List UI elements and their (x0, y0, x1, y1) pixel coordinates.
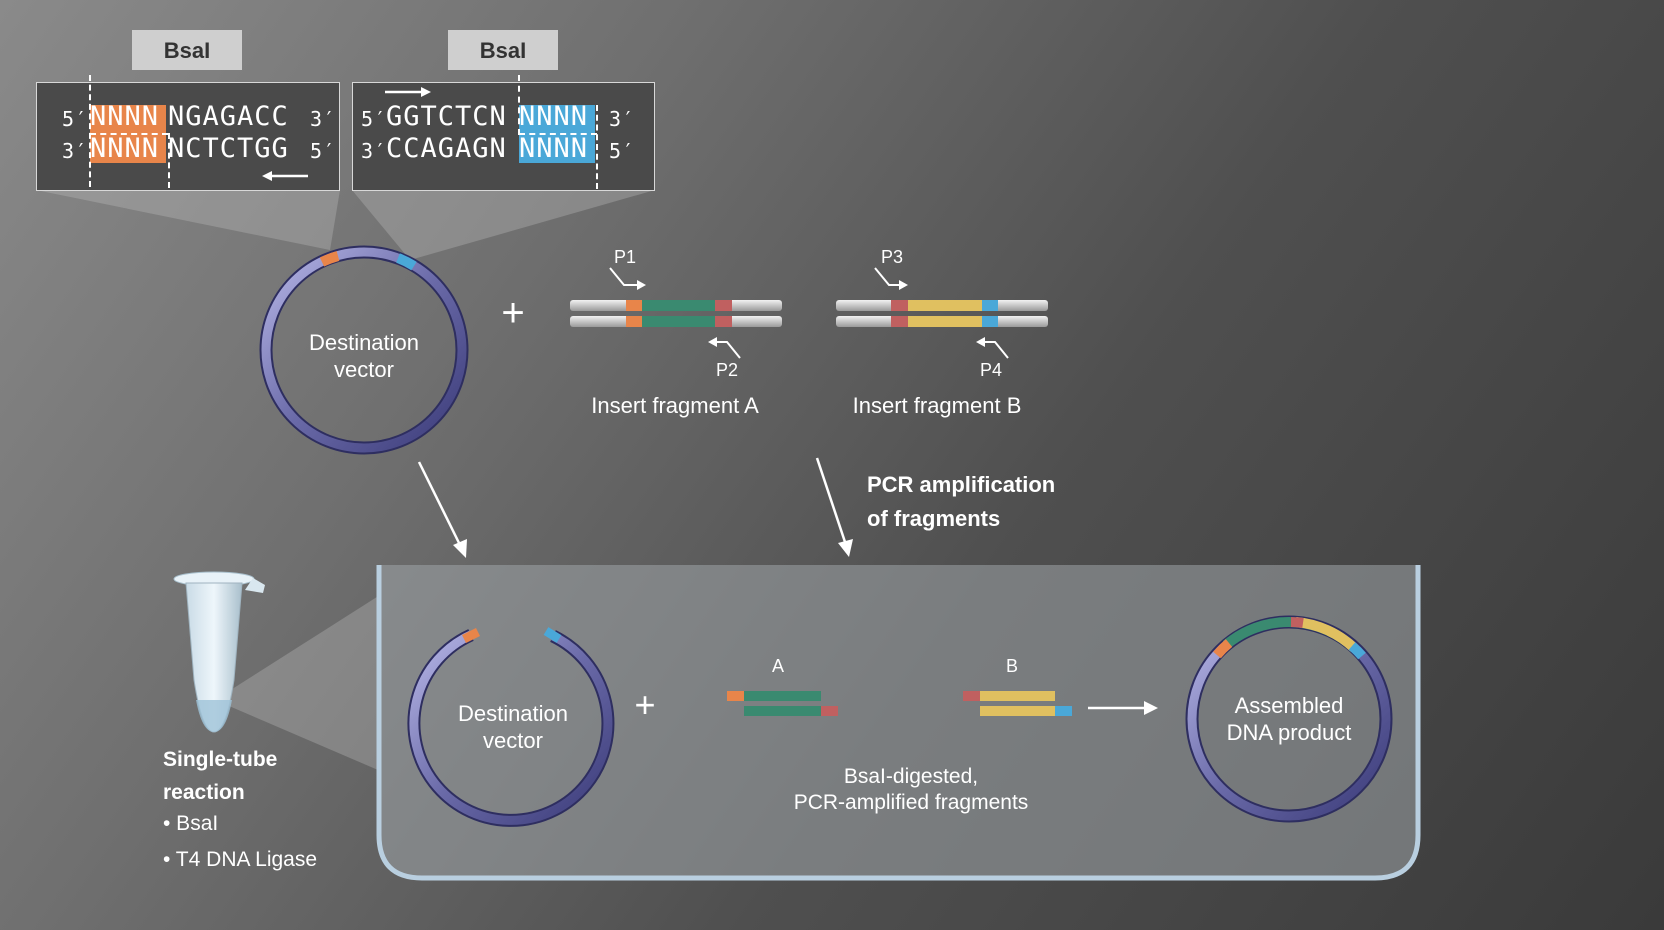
cut-line (518, 75, 520, 135)
cut-line (90, 133, 168, 135)
sequence-n: NNNN (519, 101, 589, 132)
vector-bottom-line1: Destination (458, 701, 568, 726)
primer-p3-label: P3 (881, 247, 903, 267)
digested-label-line2: PCR-amplified fragments (794, 791, 1029, 814)
sequence-n: NNNN (519, 133, 589, 164)
end-label: 3′ (609, 107, 636, 131)
vector-label-line1: Destination (309, 330, 419, 355)
arrow-right-icon (385, 87, 431, 97)
sequence-bottom: CCAGAGN (386, 133, 507, 164)
reagent-ligase: • T4 DNA Ligase (163, 848, 317, 871)
orange-end (461, 627, 481, 644)
end-label: 5′ (310, 139, 337, 163)
vector-label-line2: vector (334, 357, 394, 382)
plus-sign-bottom: + (634, 684, 655, 725)
primer-p1-label: P1 (614, 247, 636, 267)
blue-end (543, 627, 562, 643)
down-arrow-icon (417, 461, 467, 558)
arrow-left-icon (262, 171, 308, 181)
bsai-label-right: BsaI (448, 30, 558, 70)
end-label: 3′ (361, 139, 388, 163)
cut-line (596, 105, 598, 189)
pcr-label-line2: of fragments (867, 506, 1000, 531)
primer-p4-arrow-icon (976, 337, 1009, 359)
sequence-n: NNNN (90, 101, 160, 132)
reaction-vessel (379, 565, 1418, 878)
fragment-b-short-label: B (1006, 656, 1018, 676)
digested-label-line1: BsaI-digested, (844, 765, 978, 788)
sequence-top: GGTCTCN (386, 101, 507, 132)
digested-fragment-a (727, 691, 838, 716)
tube-title-line1: Single-tube (163, 748, 277, 771)
assembled-product (1185, 615, 1393, 823)
primer-p1-arrow-icon (609, 267, 646, 290)
cut-line (89, 75, 91, 187)
fragment-a-label: Insert fragment A (591, 393, 759, 418)
sequence-bottom: NCTCTGG (168, 133, 289, 164)
destination-vector-top (259, 245, 469, 455)
primer-p3-arrow-icon (874, 267, 908, 290)
sequence-n: NNNN (90, 133, 160, 164)
digested-fragment-b (963, 691, 1072, 716)
right-arrow-icon (1088, 701, 1158, 715)
sequence-top: NGAGACC (168, 101, 289, 132)
plus-sign: + (501, 291, 524, 335)
zoom-cone-tube (215, 595, 380, 770)
site-box-left: 5′ NNNN NGAGACC 3′ 3′ NNNN NCTCTGG 5′ (36, 75, 340, 191)
insert-fragment-b (836, 300, 1048, 327)
blue-site (396, 253, 417, 271)
destination-vector-opened (407, 627, 615, 827)
cut-line (519, 133, 597, 135)
end-label: 3′ (62, 139, 89, 163)
microtube-icon (173, 571, 265, 733)
pcr-label-line1: PCR amplification (867, 472, 1055, 497)
product-label-line2: DNA product (1227, 720, 1352, 745)
site-box-right: 5′ GGTCTCN NNNN 3′ 3′ CCAGAGN NNNN 5′ (352, 75, 655, 191)
orange-site (319, 251, 340, 267)
fragment-a-short-label: A (772, 656, 784, 676)
insert-fragment-a (570, 300, 782, 327)
cut-line (168, 133, 170, 188)
vector-bottom-line2: vector (483, 728, 543, 753)
zoom-cone-left (36, 190, 340, 250)
reaction-vessel-outline (376, 565, 1421, 881)
fragment-b-label: Insert fragment B (853, 393, 1022, 418)
primer-p4-label: P4 (980, 360, 1002, 380)
primer-p2-label: P2 (716, 360, 738, 380)
end-label: 5′ (62, 107, 89, 131)
tube-title-line2: reaction (163, 781, 245, 804)
zoom-cone-right (352, 190, 655, 260)
product-label-line1: Assembled (1235, 693, 1344, 718)
end-label: 5′ (609, 139, 636, 163)
end-label: 5′ (361, 107, 388, 131)
bsai-label-left: BsaI (132, 30, 242, 70)
end-label: 3′ (310, 107, 337, 131)
primer-p2-arrow-icon (708, 337, 741, 359)
down-arrow-icon (815, 457, 853, 557)
reagent-bsai: • BsaI (163, 812, 218, 835)
